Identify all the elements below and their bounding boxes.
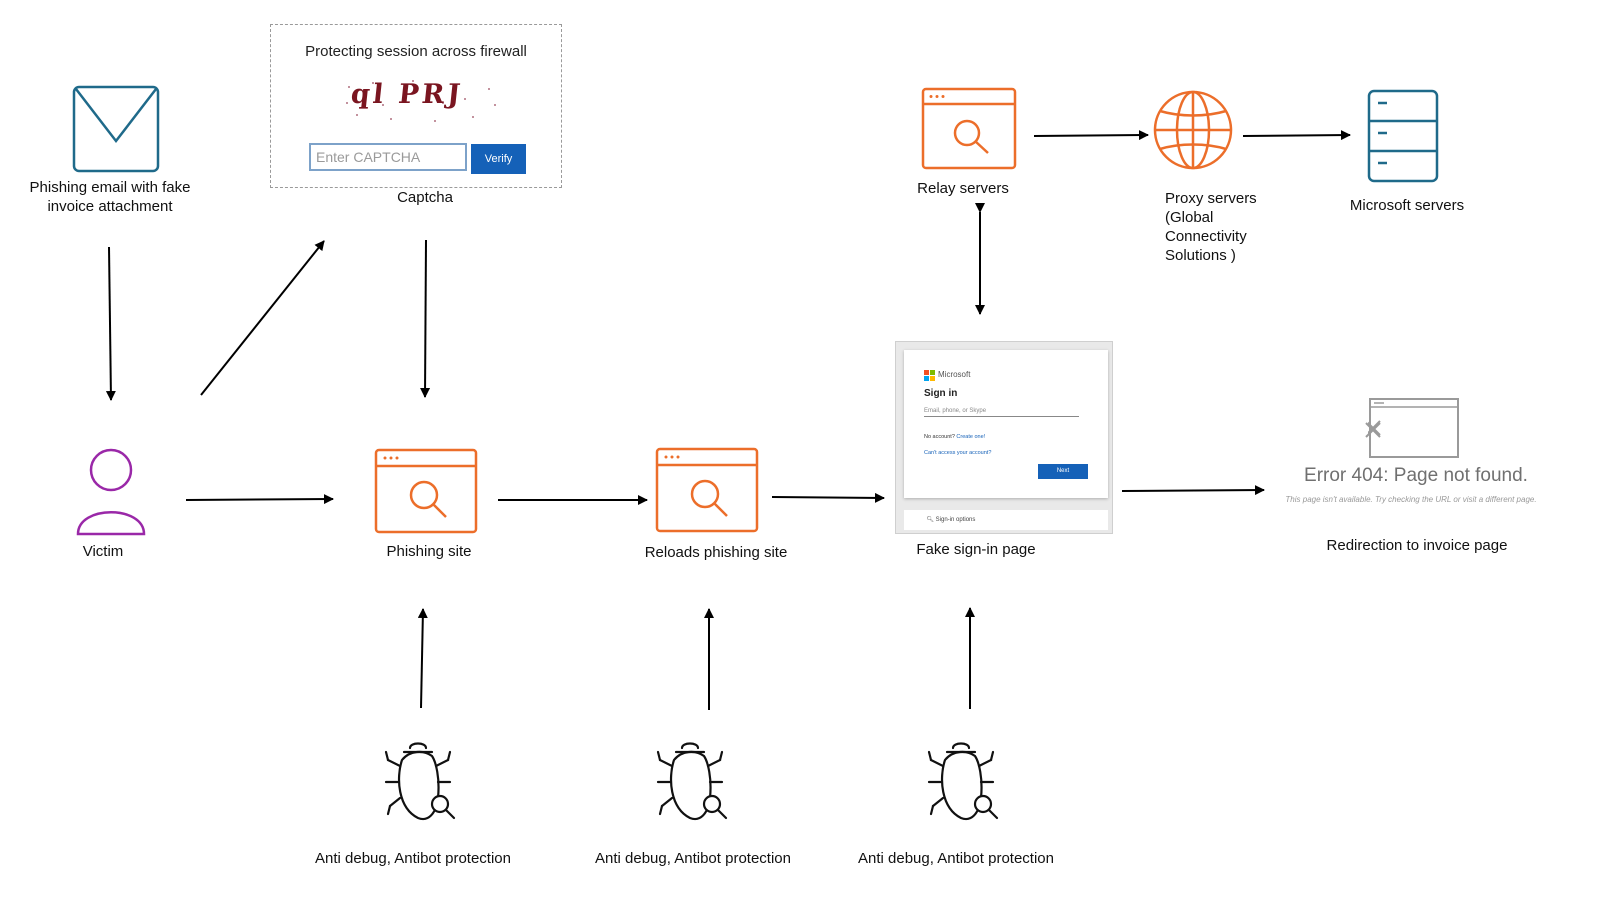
arrow-victim-to-captcha [200,240,325,396]
signin-no-account: No account? Create one! [924,434,986,440]
arrow-signin-to-redirect [1121,485,1265,496]
captcha-text: ql PRJ [349,79,465,110]
envelope-icon [72,85,160,173]
create-account-link[interactable]: Create one! [956,434,986,440]
error-subtitle: This page isn't available. Try checking … [1285,495,1537,504]
captcha-panel: Protecting session across firewall ql PR… [270,24,562,188]
error-title: Error 404: Page not found. [1304,465,1528,486]
arrow-victim-to-phishing [185,494,334,505]
arrow-relay-to-proxy [1033,130,1149,141]
bug-search-icon [384,742,456,821]
signin-card: Microsoft Sign in Email, phone, or Skype… [904,350,1108,498]
email-label: Phishing email with fake invoice attachm… [29,179,191,215]
browser-search-icon [921,87,1017,170]
arrow-reload-to-signin [771,492,885,503]
captcha-noise [346,80,496,122]
bug2-label: Anti debug, Antibot protection [595,850,791,867]
arrow-bug1-to-phishing [417,608,428,709]
signin-email-input[interactable]: Email, phone, or Skype [924,408,1079,417]
signin-options-bar[interactable]: 🔍︎ Sign-in options [904,510,1108,530]
proxy-label: Proxy servers (Global Connectivity Solut… [1165,190,1257,264]
arrow-proxy-to-microsoft [1242,130,1351,141]
microsoft-servers-label: Microsoft servers [1349,197,1465,214]
server-icon [1367,89,1439,183]
relay-label: Relay servers [917,180,1009,197]
bug1-label: Anti debug, Antibot protection [315,850,511,867]
close-icon [1365,422,1381,438]
browser-search-icon [374,448,478,534]
redirect-label: Redirection to invoice page [1326,537,1508,554]
fake-signin-screenshot: Microsoft Sign in Email, phone, or Skype… [895,341,1113,534]
captcha-input[interactable]: Enter CAPTCHA [309,143,467,171]
signin-brand: Microsoft [938,370,971,379]
microsoft-logo-icon [924,370,935,381]
victim-label: Victim [82,543,124,560]
browser-search-icon [655,447,759,533]
fake-signin-label: Fake sign-in page [916,541,1036,558]
globe-icon [1153,90,1233,170]
signin-next-button[interactable]: Next [1038,464,1088,479]
bug-search-icon [656,742,728,821]
signin-title: Sign in [924,388,958,399]
arrow-email-to-victim [105,246,116,401]
arrow-captcha-to-phishing [420,239,431,398]
phishing-site-label: Phishing site [386,543,472,560]
bug-search-icon [927,742,999,821]
user-icon [76,448,146,536]
captcha-label: Captcha [397,189,453,206]
cant-access-link[interactable]: Can't access your account? [924,450,992,456]
verify-button[interactable]: Verify [471,144,526,174]
key-icon: 🔍︎ [926,517,934,523]
captcha-title: Protecting session across firewall [305,43,527,60]
reloads-site-label: Reloads phishing site [644,544,788,561]
bug3-label: Anti debug, Antibot protection [858,850,1054,867]
